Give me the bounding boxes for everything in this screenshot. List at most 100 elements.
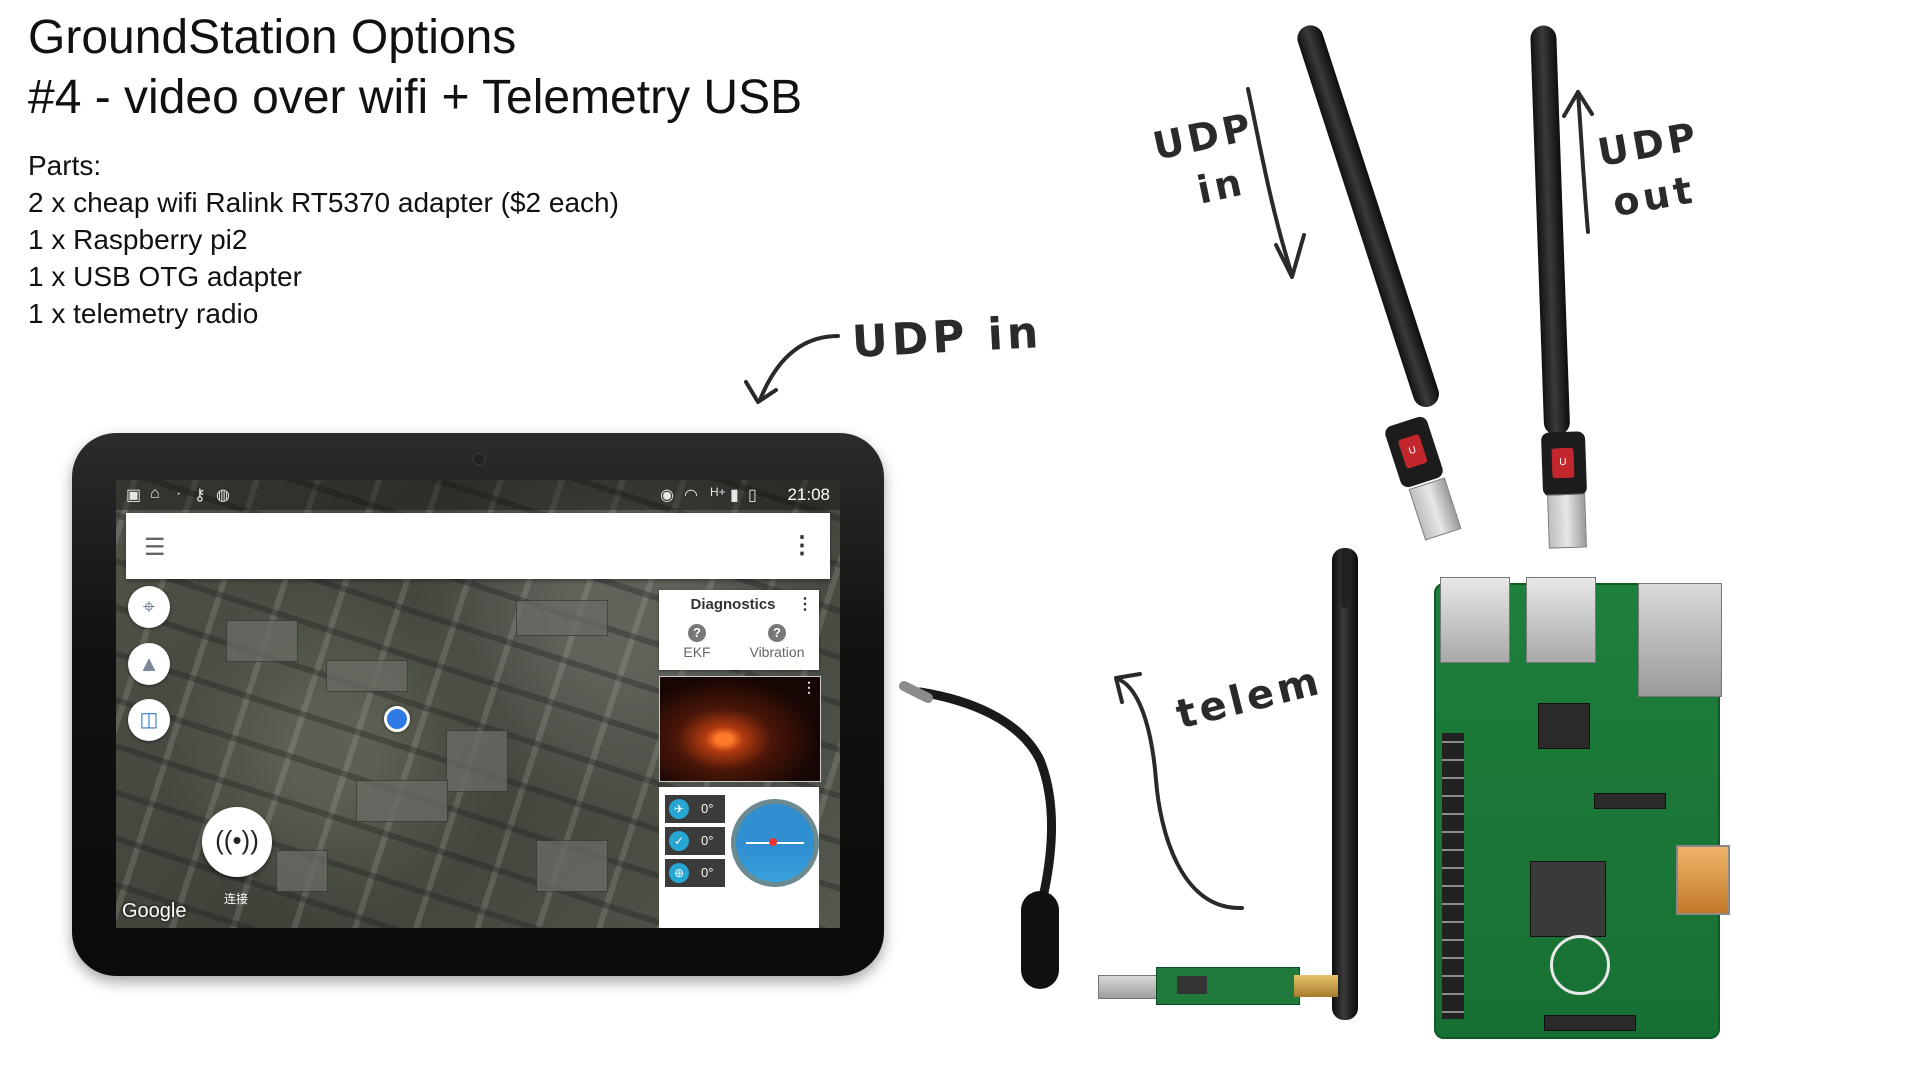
- wifi-adapter-udp-out: U: [1540, 431, 1588, 497]
- diag-item-label: Vibration: [749, 644, 805, 660]
- camera-connector: [1594, 793, 1666, 809]
- brand-logo-icon: U: [1397, 433, 1428, 470]
- usb-otg-cable: [899, 681, 1059, 989]
- arrow-line: [1576, 90, 1590, 234]
- raspberry-logo-icon: [1550, 935, 1610, 995]
- arrow-head: [1114, 672, 1142, 704]
- status-bar: ▣ ⌂ · ⚷ ◍ ◉ ◠ H+ ▮ ▯ 21:08: [116, 480, 840, 510]
- vertical-dots-icon[interactable]: ⋮: [802, 679, 816, 695]
- wifi-adapter-udp-in: U: [1383, 414, 1445, 490]
- status-time: 21:08: [787, 485, 830, 504]
- arrow-head: [744, 380, 778, 404]
- usb-controller-chip: [1538, 703, 1590, 749]
- location-icon: ◉: [660, 487, 674, 504]
- telemetry-panel: ✈ 0° ✓ 0° ⊕ 0°: [659, 787, 819, 928]
- navigation-arrow-icon[interactable]: ▲: [128, 643, 170, 685]
- diag-item-label: EKF: [683, 644, 711, 660]
- arrow-line: [1118, 678, 1244, 911]
- diagnostics-title: Diagnostics: [690, 596, 776, 613]
- network-type: H+: [710, 485, 726, 499]
- drone-location-marker[interactable]: [384, 706, 410, 732]
- sma-connector: [1294, 975, 1338, 997]
- title-line-2: #4 - video over wifi + Telemetry USB: [28, 71, 803, 124]
- arrow-udp-in-down: [1246, 87, 1306, 279]
- cell-signal-icon: ▮: [730, 487, 739, 504]
- part-item: 1 x USB OTG adapter: [28, 261, 302, 292]
- display-connector: [1544, 1015, 1636, 1031]
- map-building: [446, 730, 508, 792]
- map-building: [226, 620, 298, 662]
- tablet-device: ▣ ⌂ · ⚷ ◍ ◉ ◠ H+ ▮ ▯ 21:08 ☰ ⋮ ⌖ ▲ ◫ ((•…: [72, 433, 884, 976]
- crosshair-icon[interactable]: ⌖: [128, 586, 170, 628]
- camera-icon: [472, 452, 486, 466]
- tablet-screen: ▣ ⌂ · ⚷ ◍ ◉ ◠ H+ ▮ ▯ 21:08 ☰ ⋮ ⌖ ▲ ◫ ((•…: [116, 480, 840, 928]
- part-item: 2 x cheap wifi Ralink RT5370 adapter ($2…: [28, 187, 619, 218]
- arrow-udp-out-up: [1562, 90, 1594, 234]
- split-view-icon[interactable]: ◫: [128, 699, 170, 741]
- telemetry-value: 0°: [701, 833, 714, 848]
- lock-icon: ⌂: [150, 485, 160, 502]
- connect-button[interactable]: ((•)): [202, 807, 272, 877]
- dot-icon: ·: [176, 485, 182, 502]
- brand-logo-icon: U: [1551, 447, 1575, 479]
- hdmi-port: [1676, 845, 1730, 915]
- map-building: [326, 660, 408, 692]
- telemetry-row: ✓ 0°: [665, 827, 725, 855]
- key-icon: ⚷: [194, 487, 206, 504]
- usb-plug: [1408, 477, 1462, 541]
- part-item: 1 x telemetry radio: [28, 298, 259, 329]
- hamburger-menu-icon[interactable]: ☰: [144, 534, 166, 561]
- telemetry-antenna: [1332, 548, 1358, 1020]
- vertical-dots-icon[interactable]: ⋮: [797, 596, 813, 613]
- ethernet-port: [1638, 583, 1722, 697]
- antenna-tip: [1341, 548, 1349, 608]
- micro-usb-plug: [899, 681, 933, 703]
- video-feed[interactable]: ⋮: [659, 676, 821, 782]
- horizon-center-dot: [769, 838, 777, 846]
- arrow-head: [1562, 90, 1594, 118]
- signal-icon: ◍: [216, 487, 230, 504]
- map-building: [516, 600, 608, 636]
- parts-heading: Parts:: [28, 150, 102, 181]
- airplane-icon: ✈: [669, 799, 689, 819]
- title-line-1: GroundStation Options: [28, 11, 517, 64]
- arrow-udp-to-tablet: [744, 334, 840, 404]
- connect-label: 连接: [224, 892, 249, 906]
- vertical-dots-icon[interactable]: ⋮: [790, 532, 814, 559]
- google-logo: Google: [122, 900, 187, 922]
- map-building: [276, 850, 328, 892]
- diagnostics-panel[interactable]: Diagnostics ⋮ ? EKF ? Vibration: [659, 590, 819, 670]
- map-building: [536, 840, 608, 892]
- heading-icon: ⊕: [669, 863, 689, 883]
- note-udp-out-antenna: UDP out: [1594, 110, 1713, 230]
- diag-item-vibration[interactable]: ? Vibration: [737, 624, 817, 660]
- arrow-line: [1246, 87, 1294, 277]
- diag-item-ekf[interactable]: ? EKF: [677, 624, 717, 660]
- arrow-telem: [1114, 672, 1244, 911]
- usb-plug: [1547, 493, 1587, 549]
- arrow-curve: [758, 334, 840, 402]
- raspberry-pi-board: [1434, 577, 1730, 1039]
- wifi-status-icon: ◠: [684, 487, 698, 504]
- parts-list: Parts: 2 x cheap wifi Ralink RT5370 adap…: [28, 147, 619, 332]
- broadcom-soc-chip: [1530, 861, 1606, 937]
- note-udp-in-tablet: UDP in: [850, 307, 1044, 368]
- cable: [915, 687, 1056, 915]
- usb-port: [1526, 577, 1596, 663]
- part-item: 1 x Raspberry pi2: [28, 224, 248, 255]
- image-icon: ▣: [126, 487, 142, 504]
- telemetry-value: 0°: [701, 865, 714, 880]
- app-toolbar: ☰ ⋮: [126, 513, 830, 579]
- telemetry-row: ✈ 0°: [665, 795, 725, 823]
- arrow-head: [1274, 233, 1306, 279]
- question-icon: ?: [768, 624, 786, 642]
- usb-port: [1440, 577, 1510, 663]
- artificial-horizon: [731, 799, 819, 887]
- wifi-icon: ((•)): [215, 825, 259, 855]
- title-block: GroundStation Options #4 - video over wi…: [28, 8, 802, 128]
- telemetry-row: ⊕ 0°: [665, 859, 725, 887]
- telemetry-value: 0°: [701, 801, 714, 816]
- pitch-icon: ✓: [669, 831, 689, 851]
- question-icon: ?: [688, 624, 706, 642]
- telemetry-usb-plug: [1098, 975, 1158, 999]
